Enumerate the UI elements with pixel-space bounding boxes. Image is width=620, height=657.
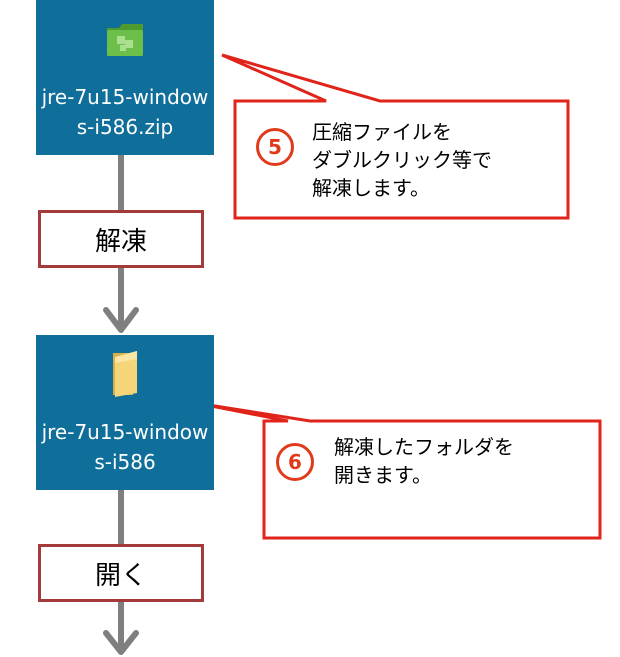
folder-tile[interactable]: jre-7u15-window s-i586 [36,335,214,490]
callout-6-shape [195,401,602,540]
folder-icon [36,351,214,397]
zip-file-name: jre-7u15-window s-i586.zip [41,85,209,139]
arrow-down-icon [103,307,139,333]
open-step-box: 開く [38,544,204,602]
callout-5-text: 圧縮ファイルを ダブルクリック等で 解凍します。 [312,120,492,200]
zip-folder-icon [36,18,214,62]
step-number-badge: 5 [256,128,294,166]
extract-step-label: 解凍 [94,226,147,257]
extract-step-box: 解凍 [38,210,204,268]
zip-file-tile[interactable]: jre-7u15-window s-i586.zip [36,0,214,155]
arrow-down-icon [103,630,139,655]
folder-name: jre-7u15-window s-i586 [41,420,209,474]
callout-6-text: 解凍したフォルダを 開きます。 [334,435,514,487]
callout-5-shape [221,53,570,220]
step-number-badge: 6 [276,443,314,481]
open-step-label: 開く [94,560,147,591]
